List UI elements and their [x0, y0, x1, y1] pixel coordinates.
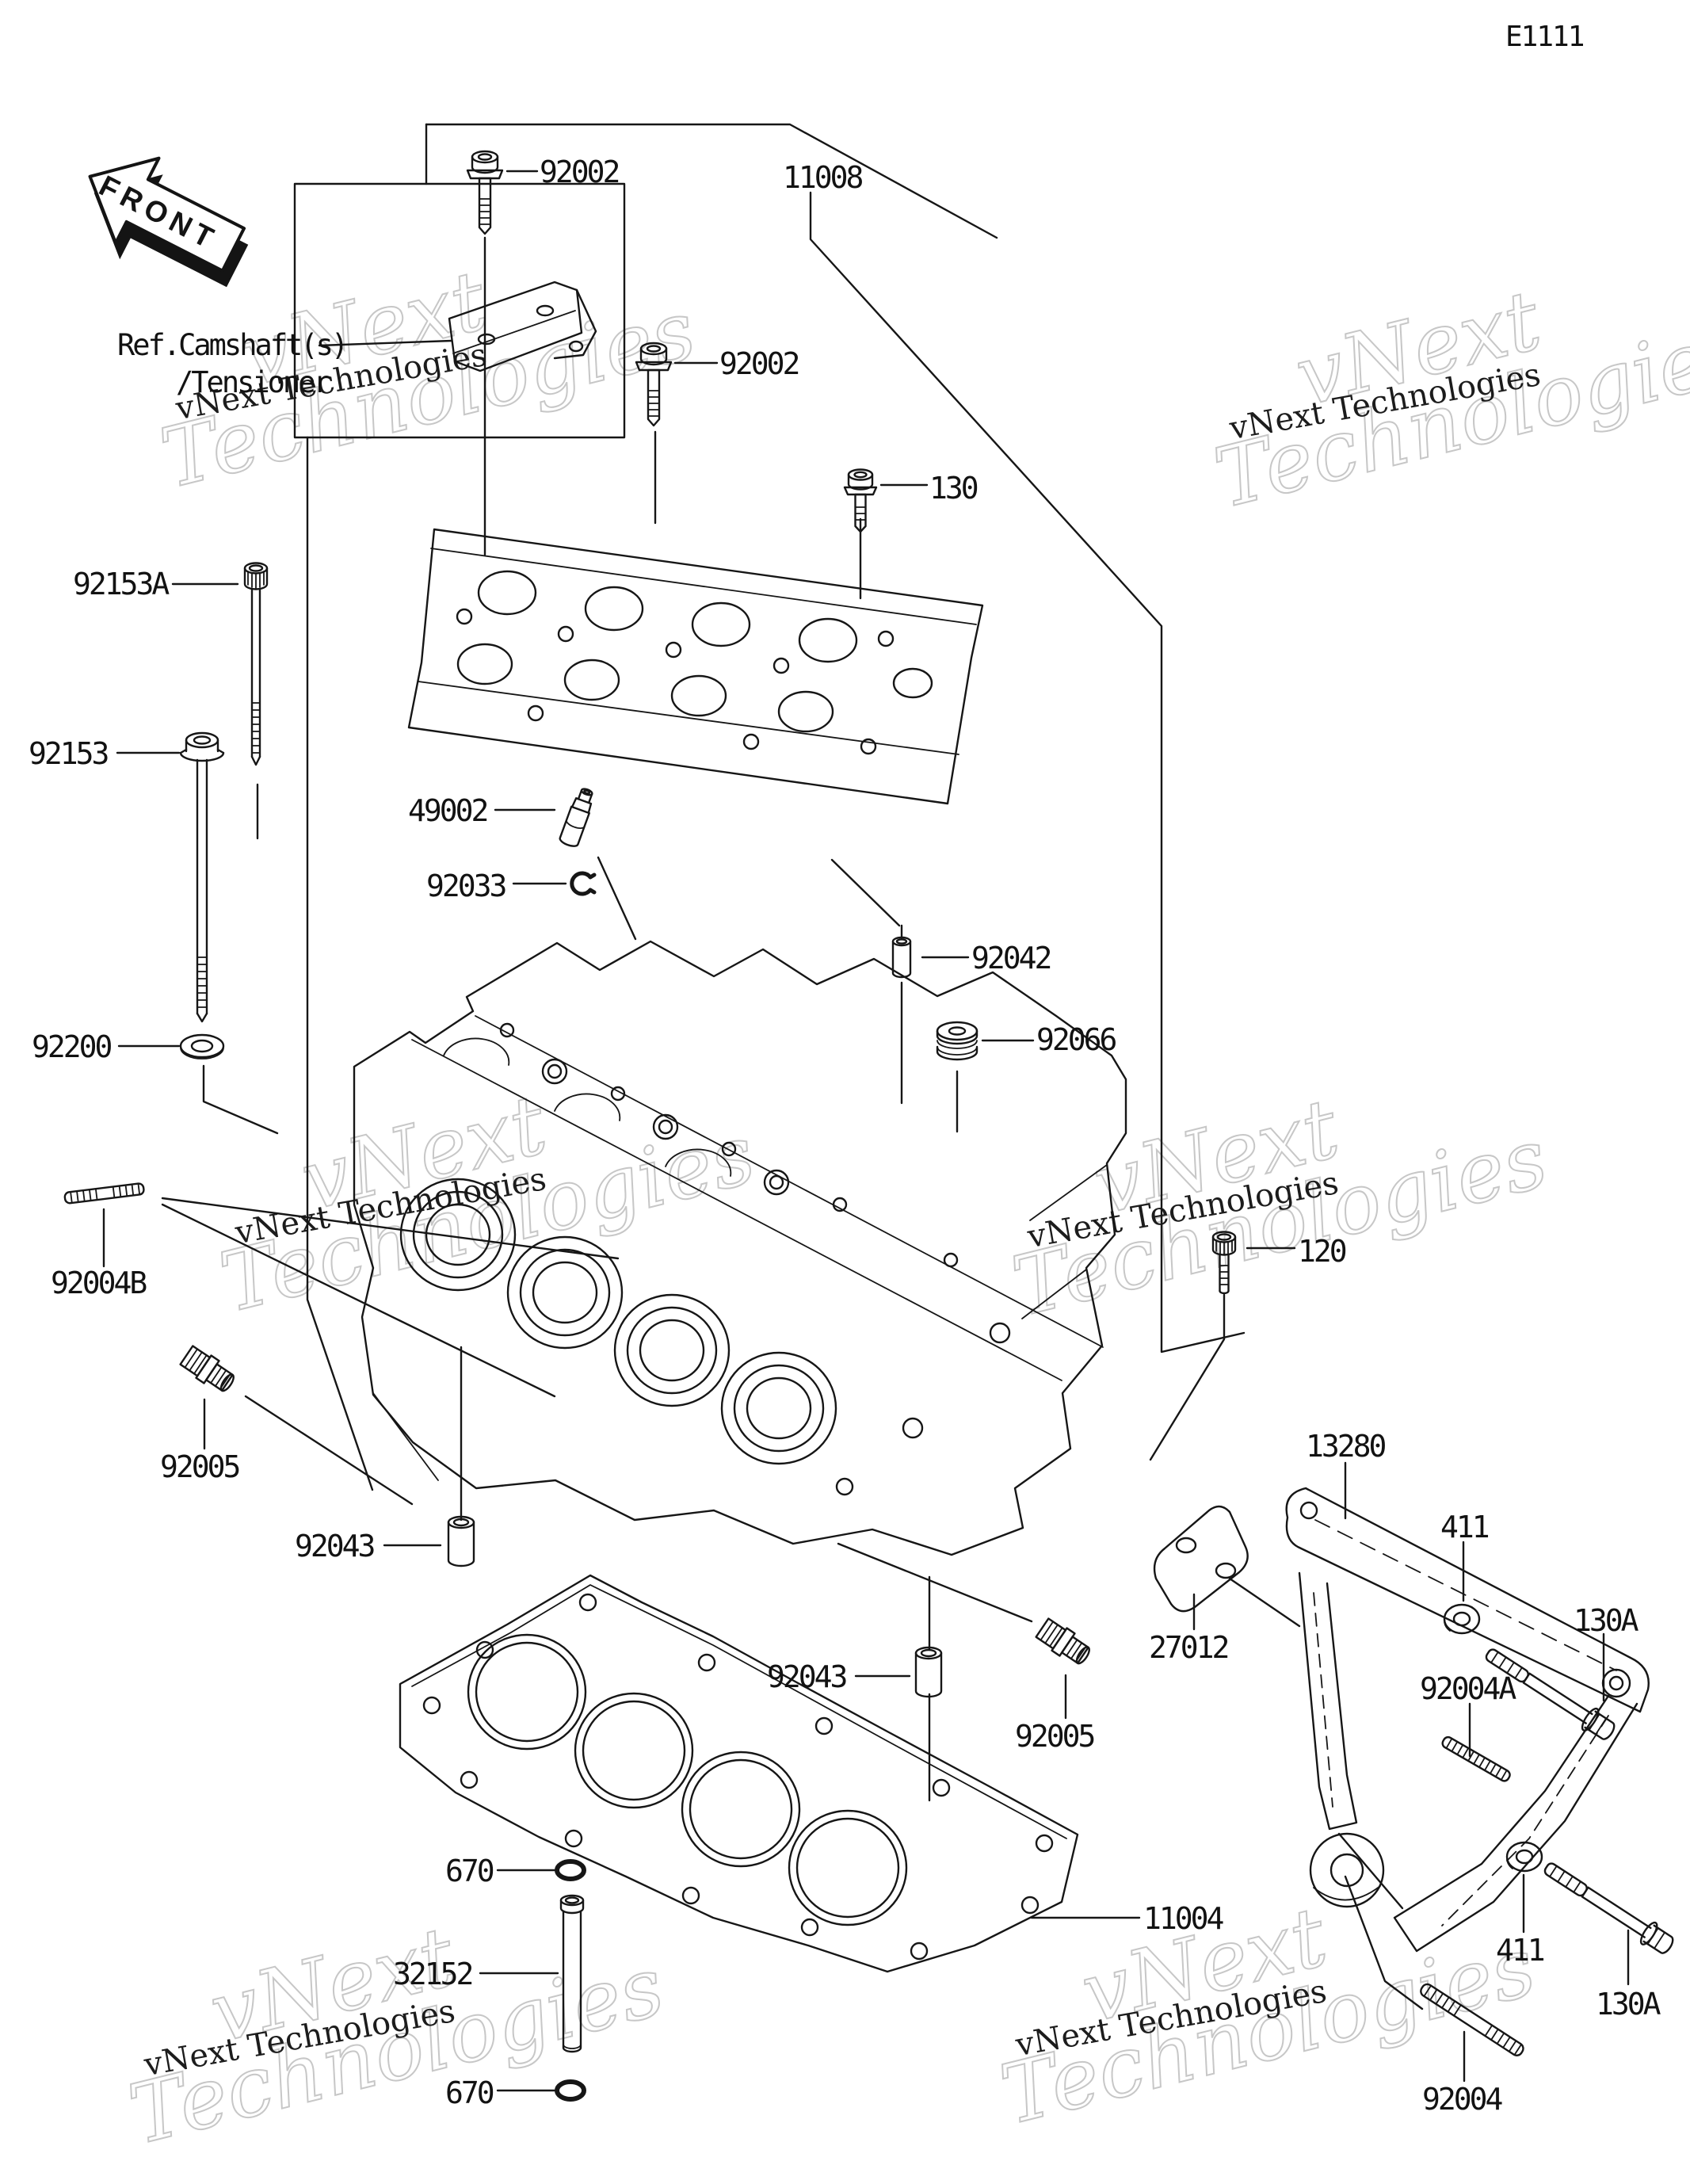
- part-label-130A-a: 130A: [1574, 1603, 1638, 1638]
- part-label-13280: 13280: [1306, 1429, 1387, 1464]
- bracket-plate-27012-drawing: [1153, 1505, 1249, 1613]
- part-label-92042: 92042: [971, 941, 1052, 976]
- stud-92004-icon: [1420, 1983, 1524, 2056]
- part-label-92153A: 92153A: [73, 567, 170, 601]
- dowel-92043-icon: [914, 1646, 943, 1698]
- engine-bracket-drawing: [1285, 1487, 1650, 1953]
- bolt-92002-icon: [635, 342, 673, 427]
- dowel-92042-icon: [891, 936, 912, 979]
- fitting-92005-icon: [179, 1345, 235, 1392]
- part-label-411-a: 411: [1440, 1510, 1490, 1544]
- fitting-92005-icon: [1035, 1617, 1090, 1665]
- valve-guide-49002-icon: [559, 788, 593, 847]
- part-label-670-a: 670: [445, 1854, 495, 1888]
- part-label-130A-b: 130A: [1596, 1987, 1661, 2022]
- bolt-130-icon: [843, 468, 878, 533]
- part-label-130: 130: [929, 471, 979, 506]
- o-ring-670-icon: [555, 2079, 586, 2102]
- part-label-92200: 92200: [32, 1029, 113, 1064]
- washer-411-icon: [1443, 1603, 1481, 1635]
- bolt-92153-icon: [179, 731, 225, 1023]
- leader-lines: [102, 123, 1630, 2092]
- head-gasket-drawing: [399, 1574, 1079, 1973]
- stud-92004A-icon: [1441, 1735, 1511, 1782]
- camshaft-carrier-drawing: [407, 528, 984, 805]
- washer-92200-icon: [179, 1033, 225, 1060]
- part-label-92153: 92153: [29, 736, 109, 771]
- part-label-11004: 11004: [1143, 1901, 1224, 1936]
- part-label-92043-b: 92043: [767, 1659, 848, 1694]
- ref-note-line1: Ref.Camshaft(s): [117, 328, 349, 362]
- part-label-120: 120: [1298, 1234, 1348, 1269]
- part-label-670-b: 670: [445, 2075, 495, 2110]
- stud-92004B-icon: [63, 1182, 145, 1205]
- snap-ring-92033-icon: [570, 871, 597, 896]
- dowel-92043-icon: [447, 1515, 475, 1567]
- washer-411-icon: [1505, 1841, 1543, 1873]
- part-label-92002-b: 92002: [719, 346, 800, 381]
- part-label-411-b: 411: [1496, 1933, 1546, 1968]
- part-label-49002: 49002: [408, 793, 489, 828]
- ref-note: Ref.Camshaft(s) /Tensioner: [117, 328, 349, 399]
- part-label-32152: 32152: [393, 1957, 474, 1991]
- part-label-92033: 92033: [426, 869, 507, 903]
- part-label-92005-b: 92005: [1015, 1719, 1096, 1754]
- cylinder-head-drawing: [353, 940, 1127, 1556]
- bolt-130A-icon: [1485, 1648, 1616, 1740]
- part-label-92066: 92066: [1036, 1022, 1117, 1057]
- bolt-92002-icon: [466, 150, 504, 235]
- bolt-92153A-icon: [243, 562, 269, 766]
- part-label-92005-a: 92005: [160, 1449, 241, 1484]
- part-label-92004: 92004: [1422, 2082, 1503, 2117]
- part-label-92004B: 92004B: [51, 1266, 147, 1300]
- part-label-92002-a: 92002: [540, 155, 620, 189]
- bolt-130A-icon: [1543, 1862, 1674, 1954]
- part-label-27012: 27012: [1149, 1630, 1230, 1665]
- part-label-11008: 11008: [783, 160, 864, 195]
- camshaft-holder-detail-drawing: [448, 281, 597, 372]
- tube-32152-icon: [559, 1894, 585, 2053]
- bolt-120-icon: [1211, 1231, 1237, 1295]
- part-label-92004A: 92004A: [1420, 1671, 1516, 1706]
- o-ring-670-icon: [555, 1859, 586, 1881]
- ref-note-line2: /Tensioner: [176, 365, 331, 399]
- plug-92066-icon: [936, 1021, 979, 1061]
- part-label-92043-a: 92043: [295, 1529, 376, 1564]
- page-code: E1111: [1505, 21, 1585, 53]
